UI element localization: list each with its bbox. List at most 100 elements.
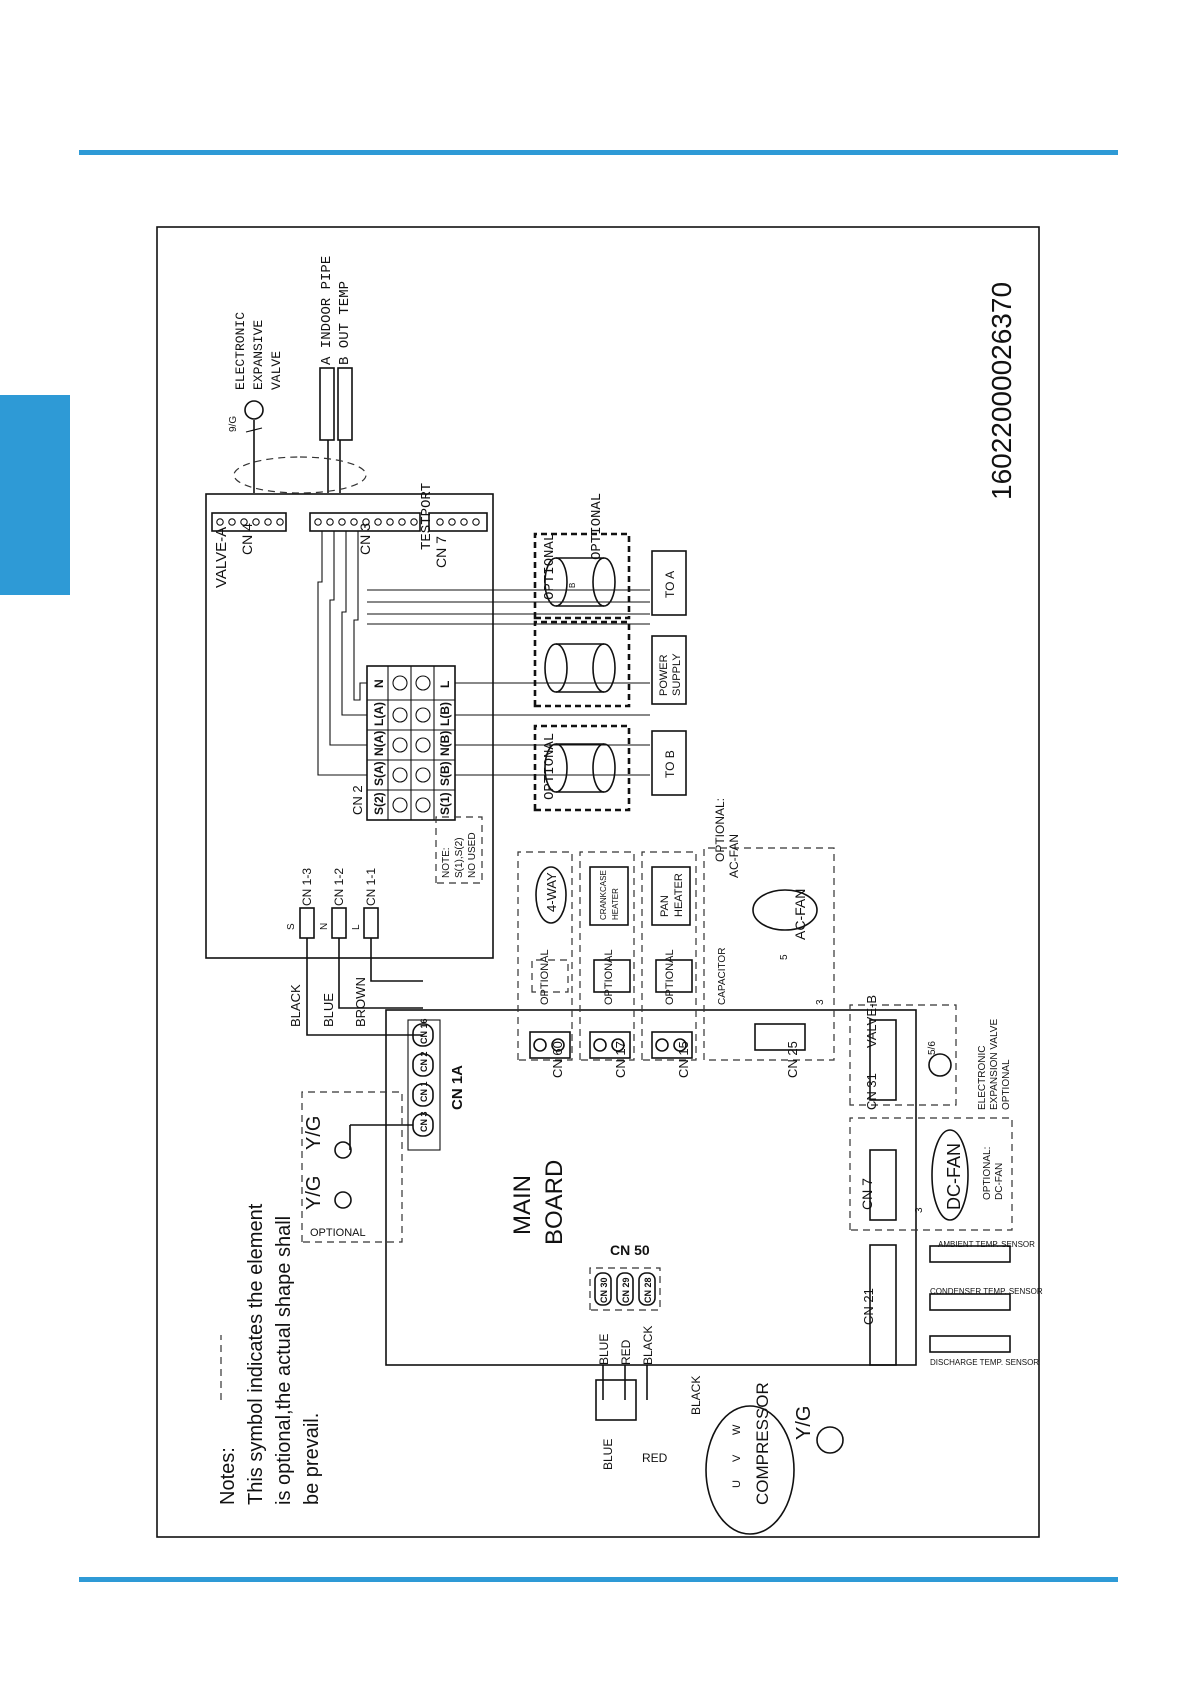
term-la: L(A)	[372, 702, 386, 726]
main-board-outline	[385, 1009, 917, 1366]
cn3-label: CN 3	[357, 523, 373, 555]
comp-black-top: BLACK	[641, 1326, 655, 1365]
cn31-label: CN 31	[864, 1073, 879, 1110]
yg-label-1: Y/G	[303, 1116, 325, 1150]
power-supply-box	[651, 635, 687, 705]
num-3b-label: 3	[914, 1207, 925, 1213]
term-s1: S(1)	[438, 792, 452, 815]
board-label: BOARD	[541, 1160, 568, 1245]
notes-line1: This symbol indicates the element	[245, 1203, 267, 1505]
num-5-label: 5	[779, 954, 790, 960]
cn7-pins	[436, 518, 480, 526]
cn50-pins	[594, 1272, 656, 1306]
term-nb: N(B)	[438, 731, 452, 756]
cn31-connector	[869, 1019, 897, 1101]
to-a-box	[651, 550, 687, 616]
optional-ground-icon	[334, 1191, 352, 1209]
cn17-label: CN 17	[613, 1041, 628, 1078]
ev-label-line2: EXPANSIVE	[251, 320, 266, 390]
notes-line2: is optional,the actual shape shall	[273, 1216, 295, 1505]
dc-fan-label: DC-FAN	[944, 1143, 964, 1210]
comp-red-label: RED	[642, 1451, 668, 1465]
term-s2: S(2)	[372, 792, 386, 815]
cn3-connector	[309, 512, 421, 532]
comp-red-top: RED	[619, 1339, 633, 1365]
pin-l: L	[351, 924, 362, 930]
pan-heater-label: HEATER	[673, 873, 685, 917]
yg-label-2: Y/G	[303, 1176, 325, 1210]
wire-9g-label: 9/G	[228, 416, 239, 432]
expansion-valve-b-icon	[928, 1053, 952, 1077]
comp-blue-label: BLUE	[601, 1439, 615, 1470]
ev-label-line1: ELECTRONIC	[233, 312, 248, 390]
compressor-connector	[595, 1379, 637, 1421]
side-section-tab	[0, 395, 70, 595]
cn29-pin: CN 29	[621, 1277, 631, 1303]
ground-icon	[334, 1141, 352, 1159]
cn21-connector	[869, 1244, 897, 1366]
power-label: POWER	[658, 654, 670, 696]
comp-black-label: BLACK	[689, 1376, 703, 1415]
ac-fan-text: AC-FAN	[792, 889, 808, 940]
uvw-u: U	[731, 1480, 743, 1488]
dc-fan-motor-icon	[931, 1129, 969, 1221]
rotated-labels: 16022000026370 OPTIONAL OPTIONAL OPTIONA…	[217, 282, 1043, 1505]
compressor-label: COMPRESSOR	[753, 1382, 772, 1505]
to-b-label: TO B	[663, 750, 677, 778]
discharge-text: DISCHARGE TEMP. SENSOR	[930, 1358, 1039, 1367]
num-56-label: 5/6	[927, 1041, 938, 1055]
dc-fan-optional-box	[849, 1117, 1013, 1231]
cn7-bottom-label: CN 7	[859, 1178, 875, 1210]
uvw-w: W	[731, 1424, 743, 1435]
valve-b-optional-box	[849, 1004, 957, 1106]
cn1-pin: CN 1	[419, 1081, 429, 1102]
top-accent-rule	[79, 150, 1118, 155]
optional-label-4way: OPTIONAL	[539, 949, 551, 1005]
ambient-sensor	[929, 1245, 1011, 1263]
cn1-1-label: CN 1-1	[364, 868, 378, 906]
cn3-pins	[314, 518, 418, 526]
cn1-2-label: CN 1-2	[332, 868, 346, 906]
pin-s: S	[286, 923, 297, 930]
cn1a-label: CN 1A	[449, 1065, 466, 1110]
sensor-a-tube	[319, 367, 335, 441]
term-na: N(A)	[372, 731, 386, 756]
cn17-crankcase-group	[579, 851, 635, 1061]
cn50-group	[589, 1267, 661, 1311]
diagram-frame	[156, 226, 1040, 1538]
cn15-label: CN 15	[676, 1041, 691, 1078]
uvw-v: V	[731, 1454, 743, 1462]
cn21-label: CN 21	[861, 1288, 876, 1325]
bottom-accent-rule	[79, 1577, 1118, 1582]
note-no-used-box	[435, 816, 483, 884]
capacitor-text: CAPACITOR	[717, 948, 728, 1005]
cn2-pin: CN 2	[419, 1051, 429, 1072]
condenser-sensor	[929, 1293, 1011, 1311]
optional-label-crank: OPTIONAL	[603, 949, 615, 1005]
to-b-box	[651, 730, 687, 796]
pin-n: N	[319, 923, 330, 930]
ambient-label: AMBIENT TEMP. SENSOR	[938, 1240, 1035, 1249]
term-n: N	[372, 679, 386, 688]
notes-title: Notes:	[217, 1447, 239, 1505]
to-a-label: TO A	[663, 571, 677, 598]
cn15-pan-heater-group	[641, 851, 697, 1061]
cn25-connector	[754, 1023, 806, 1051]
dc-fan-opt-line2: DC-FAN	[994, 1163, 1005, 1200]
connection-board	[205, 493, 494, 959]
blue-wire-label: BLUE	[321, 993, 336, 1027]
compressor-icon	[705, 1405, 795, 1535]
cn2-label: CN 2	[350, 785, 365, 815]
cn7-top-label: CN 7	[433, 536, 449, 568]
cn25-label: CN 25	[785, 1041, 800, 1078]
compressor-ground-icon	[816, 1426, 844, 1454]
note-line2: S(1),S(2)	[454, 837, 465, 878]
optional-yg-box	[301, 1091, 403, 1243]
brown-wire-label: BROWN	[353, 977, 368, 1027]
notes-line3: be prevail.	[301, 1413, 323, 1505]
optional-shield-to-a: OPTIONAL	[533, 493, 631, 620]
terminal-screws	[392, 675, 431, 813]
yg-compressor-label: Y/G	[793, 1406, 815, 1440]
discharge-sensor	[929, 1335, 1011, 1353]
